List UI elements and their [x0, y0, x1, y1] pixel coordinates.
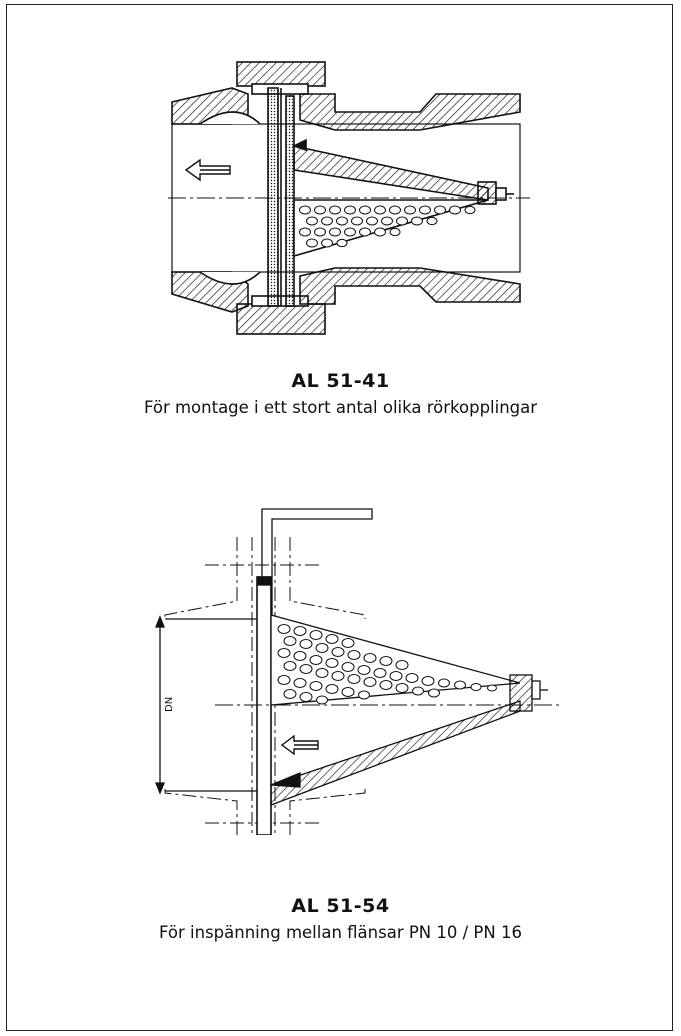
strainer-union-drawing: [168, 61, 530, 335]
figure-2-model: AL 51-54: [291, 895, 390, 917]
strainer-flange-drawing: DN: [155, 508, 560, 835]
dn-dimension-label: DN: [164, 697, 175, 712]
page-border: [6, 4, 673, 1031]
figure-1-model: AL 51-41: [291, 370, 390, 392]
figure-1-description: För montage i ett stort antal olika rörk…: [143, 398, 538, 417]
figure-2-description: För inspänning mellan flänsar PN 10 / PN…: [159, 923, 522, 942]
